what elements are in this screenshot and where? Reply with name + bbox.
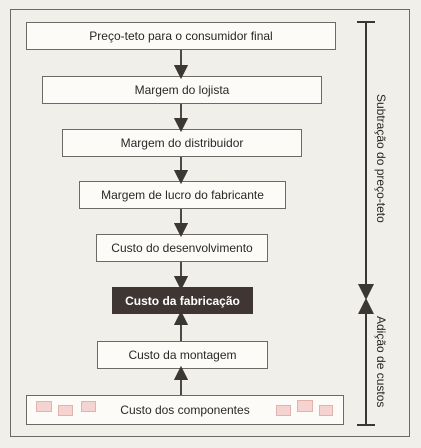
box-margem-lucro-fabricante: Margem de lucro do fabricante (79, 181, 286, 209)
box-margem-distribuidor: Margem do distribuidor (62, 129, 302, 157)
diagram-frame (10, 9, 410, 437)
box-custo-fabricacao: Custo da fabricação (112, 287, 253, 314)
component-image-1 (36, 401, 52, 412)
component-image-2 (58, 405, 73, 416)
component-image-4 (276, 405, 291, 416)
box-margem-lojista: Margem do lojista (42, 76, 322, 104)
side-label-adicao: Adição de custos (374, 316, 388, 408)
box-custo-componentes: Custo dos componentes (26, 395, 344, 425)
box-preco-teto: Preço-teto para o consumidor final (26, 22, 336, 50)
component-image-3 (81, 401, 96, 412)
component-image-6 (319, 405, 333, 416)
box-custo-desenvolvimento: Custo do desenvolvimento (96, 234, 268, 262)
side-label-subtracao: Subtração do preço-teto (374, 94, 388, 223)
box-custo-montagem: Custo da montagem (97, 341, 268, 369)
component-image-5 (297, 400, 313, 412)
